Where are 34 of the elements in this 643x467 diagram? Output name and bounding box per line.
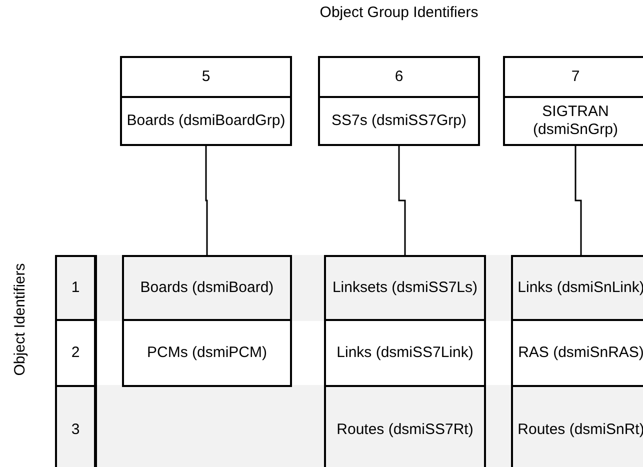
connector-line [205, 146, 208, 255]
object-name: PCMs (dsmiPCM) [146, 344, 268, 361]
connector-line [398, 146, 406, 255]
object-box [324, 385, 486, 467]
object-name: Links (dsmiSnLink) [516, 279, 643, 296]
group-number: 6 [394, 68, 404, 86]
object-name: Routes (dsmiSnRt) [516, 421, 643, 438]
group-name: SS7s (dsmiSS7Grp) [331, 112, 467, 130]
row-number: 3 [70, 421, 81, 438]
object-box [511, 385, 643, 467]
object-name: RAS (dsmiSnRAS) [517, 344, 643, 361]
group-number: 7 [571, 68, 580, 86]
connector-line [574, 146, 582, 255]
object-box [511, 255, 643, 321]
object-box [511, 319, 643, 387]
group-number: 5 [202, 68, 210, 86]
object-name: Links (dsmiSS7Link) [336, 344, 474, 361]
group-name: SIGTRAN (dsmiSnGrp) [532, 103, 619, 139]
heading-label: Object Group Identifiers [320, 4, 478, 21]
group-box [318, 56, 480, 146]
object-name: Linksets (dsmiSS7Ls) [331, 279, 479, 296]
group-box [503, 56, 643, 146]
object-name: Routes (dsmiSS7Rt) [336, 421, 474, 438]
object-box [122, 319, 292, 387]
object-box [324, 319, 486, 387]
group-name: Boards (dsmiBoardGrp) [126, 112, 286, 130]
axis-title: Object Identifiers [12, 263, 28, 376]
row-number-cell [55, 255, 96, 321]
row-number: 1 [70, 279, 81, 296]
group-box [120, 56, 292, 146]
object-box [324, 255, 486, 321]
object-box [122, 255, 292, 321]
row-number: 2 [70, 344, 81, 361]
object-name: Boards (dsmiBoard) [139, 279, 275, 296]
